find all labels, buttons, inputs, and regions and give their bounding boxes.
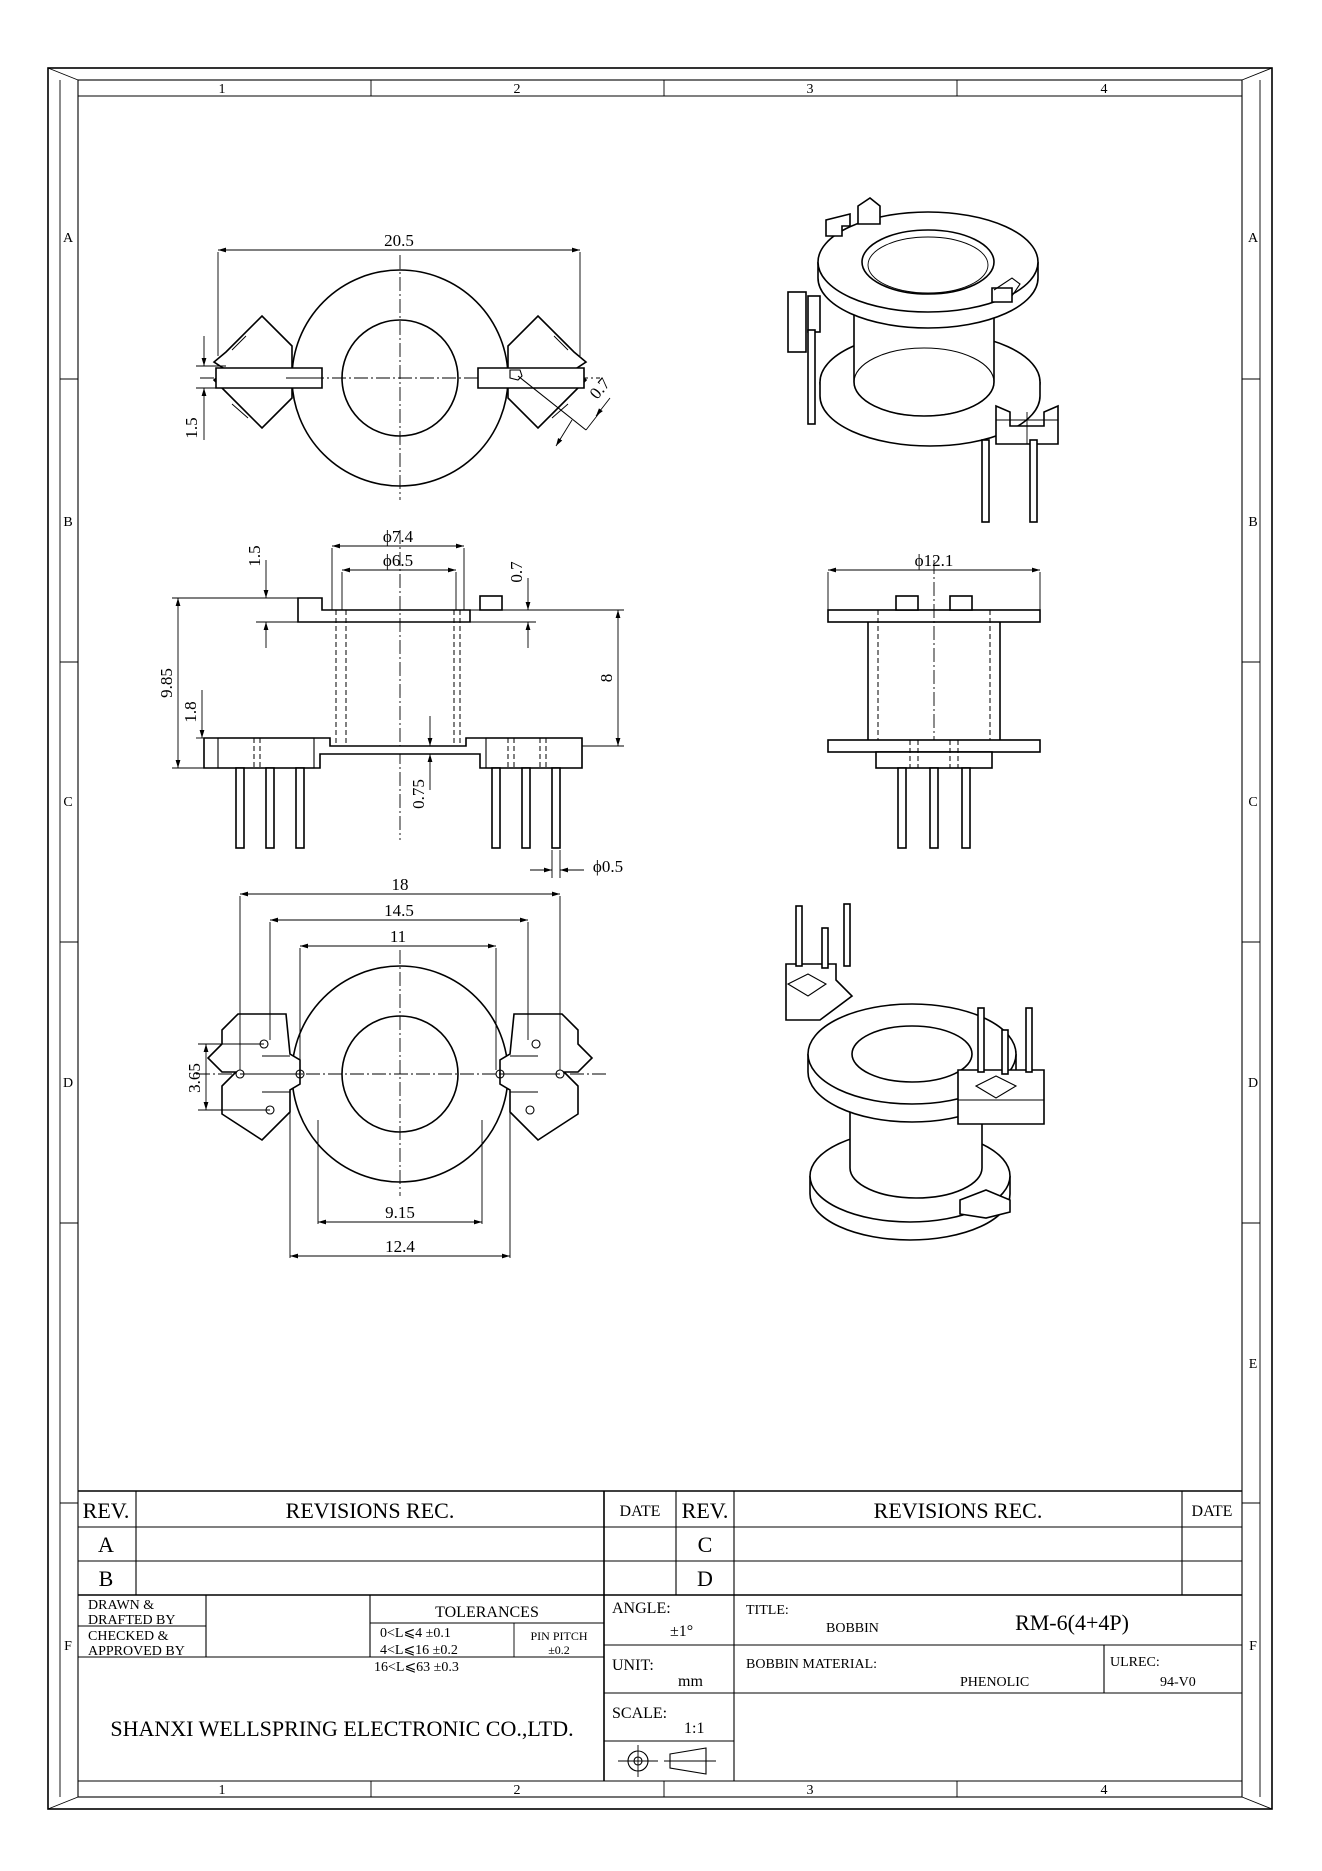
company-name: SHANXI WELLSPRING ELECTRONIC CO.,LTD. (110, 1716, 573, 1741)
dim-bottom-pin-span: 18 (392, 875, 409, 894)
drawn-label-line-1: DRAWN & (88, 1598, 154, 1613)
bottom-view: 18 14.5 11 3.65 9.15 12.4 (185, 875, 606, 1259)
zone-col-4-bottom: 4 (1101, 1783, 1108, 1798)
isometric-view-top (787, 197, 1059, 523)
title-value: BOBBIN (826, 1621, 879, 1636)
tolerance-line-3: 16<L⩽63 ±0.3 (374, 1660, 459, 1675)
dim-front-base-height: 1.8 (181, 701, 200, 722)
rev-header-right: REV. (682, 1498, 729, 1523)
title-label: TITLE: (746, 1603, 789, 1618)
front-view: ϕ7.4 ϕ6.5 1.5 0.7 9.85 1.8 8 (157, 527, 624, 878)
part-number: RM-6(4+4P) (1015, 1610, 1129, 1635)
dim-front-total-height: 9.85 (157, 668, 176, 698)
sheet-border (47, 67, 1273, 1810)
pin-pitch-value: ±0.2 (548, 1643, 570, 1657)
dim-top-offset: 1.5 (182, 417, 201, 438)
dim-front-base-thk: 0.75 (409, 779, 428, 809)
zone-row-d-right: D (1248, 1076, 1258, 1091)
zone-row-c-left: C (63, 795, 72, 810)
zone-row-e-right: E (1249, 1357, 1258, 1372)
zone-row-c-right: C (1248, 795, 1257, 810)
zone-col-2-bottom: 2 (514, 1783, 521, 1798)
ulrec-label: ULREC: (1110, 1655, 1160, 1670)
zone-row-f-left: F (64, 1639, 72, 1654)
zone-col-1-bottom: 1 (219, 1783, 226, 1798)
top-view: 20.5 1.5 0.7 (182, 231, 614, 500)
dim-pin-diameter: ϕ0.5 (593, 857, 623, 876)
projection-symbol (618, 1745, 716, 1777)
tolerance-line-2: 4<L⩽16 ±0.2 (380, 1643, 458, 1658)
zone-col-3-top: 3 (807, 82, 814, 97)
material-value: PHENOLIC (960, 1675, 1029, 1690)
dim-front-od-outer: ϕ7.4 (383, 527, 414, 546)
rev-row-d: D (697, 1566, 713, 1591)
drawn-label-line-2: DRAFTED BY (88, 1613, 176, 1628)
rev-row-a: A (98, 1532, 114, 1557)
date-header-left: DATE (620, 1503, 661, 1520)
zone-row-b-right: B (1248, 515, 1257, 530)
dim-bottom-core-width: 9.15 (385, 1203, 415, 1222)
dim-front-od-inner: ϕ6.5 (383, 551, 413, 570)
scale-value: 1:1 (684, 1720, 704, 1737)
date-header-right: DATE (1192, 1503, 1233, 1520)
rev-row-b: B (99, 1566, 114, 1591)
zone-row-b-left: B (63, 515, 72, 530)
dim-bottom-pin-pitch: 3.65 (185, 1063, 204, 1093)
zone-col-3-bottom: 3 (807, 1783, 814, 1798)
dim-front-flange-offset: 1.5 (245, 545, 264, 566)
angle-value: ±1° (670, 1623, 693, 1640)
zone-labels: 1 2 3 4 1 2 3 4 A B C D F A B C D E F (63, 82, 1259, 1798)
rev-row-c: C (698, 1532, 713, 1557)
dim-front-winding-height: 8 (597, 674, 616, 683)
ulrec-value: 94-V0 (1160, 1675, 1196, 1690)
checked-label-line-1: CHECKED & (88, 1629, 169, 1644)
scale-label: SCALE: (612, 1705, 667, 1722)
isometric-view-bottom (785, 903, 1045, 1241)
zone-row-a-left: A (63, 231, 74, 246)
title-block: REV. REVISIONS REC. DATE REV. REVISIONS … (78, 1490, 1242, 1781)
checked-label-line-2: APPROVED BY (88, 1644, 185, 1659)
dim-bottom-inner-span: 11 (390, 927, 406, 946)
pin-pitch-label: PIN PITCH (530, 1629, 587, 1643)
dim-top-width: 20.5 (384, 231, 414, 250)
dim-bottom-outer-width: 12.4 (385, 1237, 415, 1256)
zone-col-4-top: 4 (1101, 82, 1108, 97)
material-label: BOBBIN MATERIAL: (746, 1657, 877, 1672)
revisions-header-left: REVISIONS REC. (286, 1498, 455, 1523)
unit-label: UNIT: (612, 1657, 654, 1674)
dim-bottom-pad-span: 14.5 (384, 901, 414, 920)
zone-row-f-right: F (1249, 1639, 1257, 1654)
side-view: ϕ12.1 (827, 551, 1041, 849)
zone-row-a-right: A (1248, 231, 1259, 246)
revisions-header-right: REVISIONS REC. (874, 1498, 1043, 1523)
rev-header-left: REV. (83, 1498, 130, 1523)
dim-side-flange-diameter: ϕ12.1 (915, 551, 954, 570)
zone-col-2-top: 2 (514, 82, 521, 97)
angle-label: ANGLE: (612, 1600, 671, 1617)
zone-row-d-left: D (63, 1076, 73, 1091)
tolerances-header: TOLERANCES (435, 1604, 539, 1621)
tolerance-line-1: 0<L⩽4 ±0.1 (380, 1626, 451, 1641)
dim-front-flange-thk: 0.7 (507, 561, 526, 583)
zone-col-1-top: 1 (219, 82, 226, 97)
unit-value: mm (678, 1673, 703, 1690)
